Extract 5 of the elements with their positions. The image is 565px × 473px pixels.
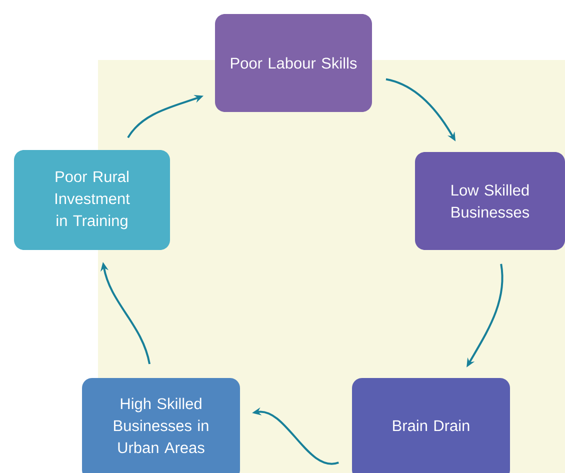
process-box: Brain Drain	[352, 378, 510, 473]
process-box: Poor Rural Investment in Training	[14, 150, 170, 250]
process-box: Low Skilled Businesses	[415, 152, 565, 250]
process-box: High Skilled Businesses in Urban Areas	[82, 378, 240, 473]
process-box: Poor Labour Skills	[215, 14, 372, 112]
